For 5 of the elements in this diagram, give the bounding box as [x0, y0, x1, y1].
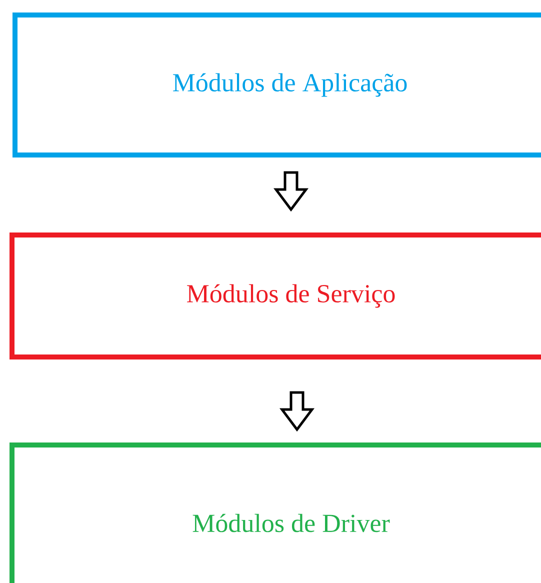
module-box: Módulos de Serviço: [10, 232, 541, 360]
module-box: Módulos de Aplicação: [12, 12, 541, 158]
module-box: Módulos de Driver: [10, 442, 541, 583]
arrow: [274, 171, 308, 212]
arrow: [280, 391, 314, 432]
